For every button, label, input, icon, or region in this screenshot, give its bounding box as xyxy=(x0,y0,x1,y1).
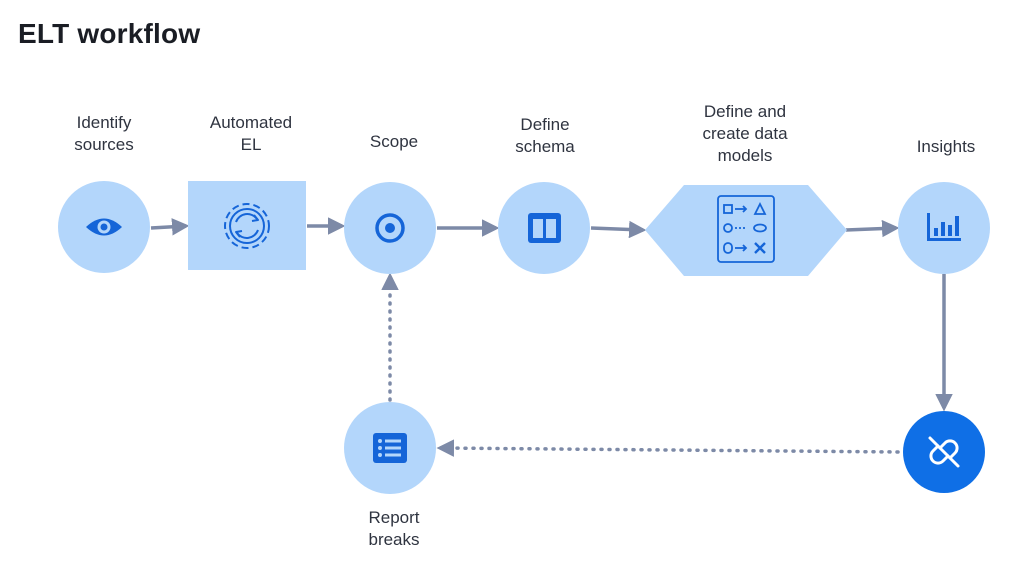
connectors xyxy=(150,217,953,457)
arrow-schema-to-models xyxy=(590,220,647,239)
list-icon xyxy=(373,433,407,463)
bar-chart-icon xyxy=(927,213,961,241)
eye-icon xyxy=(86,218,122,236)
label-insights: Insights xyxy=(916,137,976,156)
node-automated-el xyxy=(188,181,306,270)
node-report-breaks xyxy=(344,402,436,494)
node-breaks xyxy=(903,411,985,493)
page-title: ELT workflow xyxy=(18,18,201,49)
columns-icon xyxy=(528,213,561,243)
broken-link-icon xyxy=(928,436,960,468)
dotted-arrow-breaks-to-report xyxy=(436,439,900,457)
node-define-schema xyxy=(498,182,590,274)
target-icon xyxy=(375,213,405,243)
node-define-create-models xyxy=(645,185,847,276)
arrow-identify-to-el xyxy=(150,218,190,236)
node-scope xyxy=(344,182,436,274)
refresh-gear-icon xyxy=(224,203,270,249)
node-identify-sources xyxy=(58,181,150,273)
node-insights xyxy=(898,182,990,274)
data-model-icon xyxy=(717,195,775,263)
label-scope: Scope xyxy=(369,132,419,151)
arrow-models-to-insights xyxy=(845,219,900,238)
